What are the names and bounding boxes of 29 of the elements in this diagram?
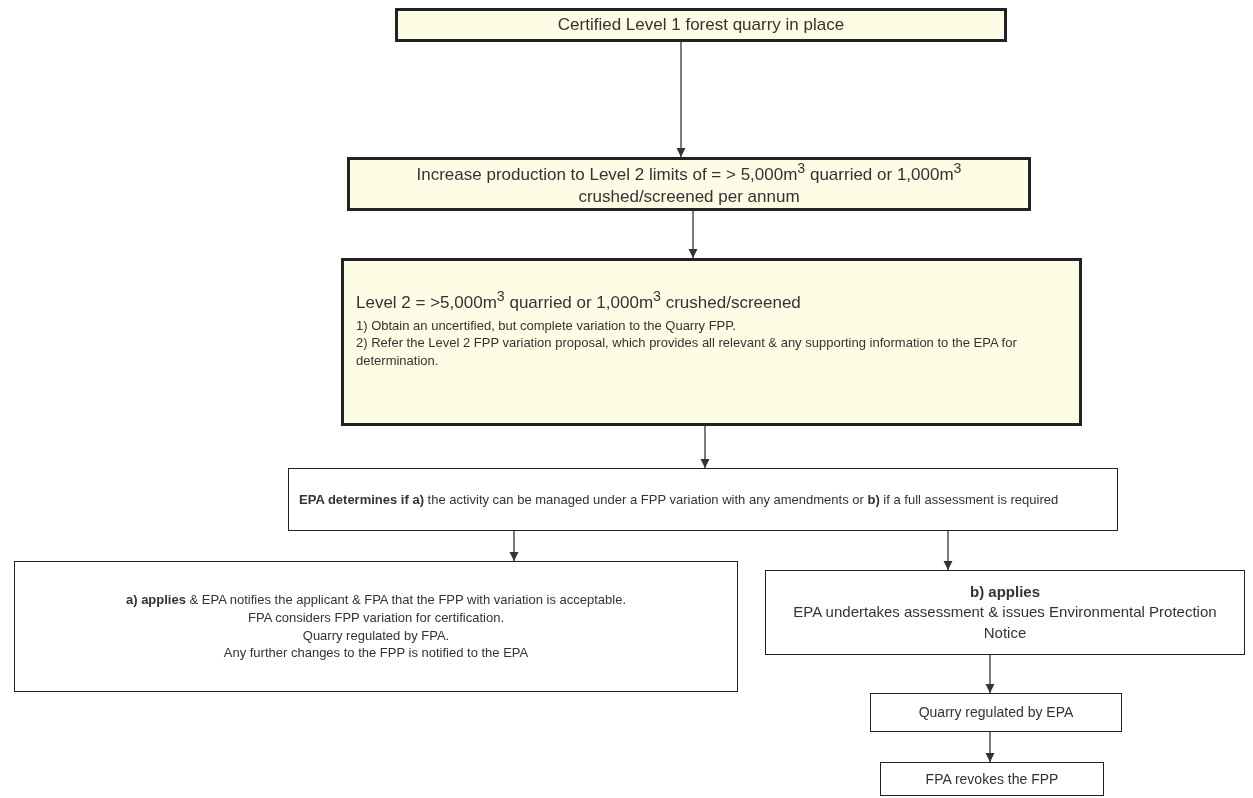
arrow [509,530,519,562]
node-text: Certified Level 1 forest quarry in place [556,13,846,36]
process-box [870,693,1122,732]
arrow [688,210,698,259]
outcome-box [765,570,1245,655]
node-text: EPA determines if a) the activity can be managed under a FPP variation with any amendments or b) if a full assessment is required [299,490,1060,509]
arrow [985,654,995,694]
process-box [341,258,1082,426]
process-box [395,8,1007,42]
node-text: FPA revokes the FPP [924,769,1060,789]
node-text: Quarry regulated by FPA. [301,626,451,645]
arrow [943,530,953,571]
node-text: Quarry regulated by EPA [917,703,1075,722]
node-text: Increase production to Level 2 limits of = > 5,000m$^{3}$ quarried or 1,000m$^{3}$ crushed/screened per annum [415,158,963,209]
arrow [985,731,995,763]
decision-box [288,468,1118,531]
arrow [700,425,710,469]
outcome-box [14,561,738,692]
node-text: 1) Obtain an uncertified, but complete variation to the Quarry FPP. [356,316,737,335]
arrow [676,41,686,158]
process-box [347,157,1031,211]
node-text: EPA undertakes assessment & issues Environmental Protection Notice [792,602,1218,643]
node-text: a) applies & EPA notifies the applicant & FPA that the FPP with variation is acceptable. [124,591,627,609]
node-heading: Level 2 = >5,000m$^{3}$ quarried or 1,000m$^{3}$ crushed/screened [356,287,802,314]
process-box [880,762,1104,796]
node-text: Any further changes to the FPP is notified to the EPA [222,644,530,662]
node-text: FPA considers FPP variation for certification. [247,608,505,627]
node-text: 2) Refer the Level 2 FPP variation proposal, which provides all relevant & any supporting information to the EPA for determination. [356,334,1018,370]
node-heading: b) applies [969,582,1041,603]
